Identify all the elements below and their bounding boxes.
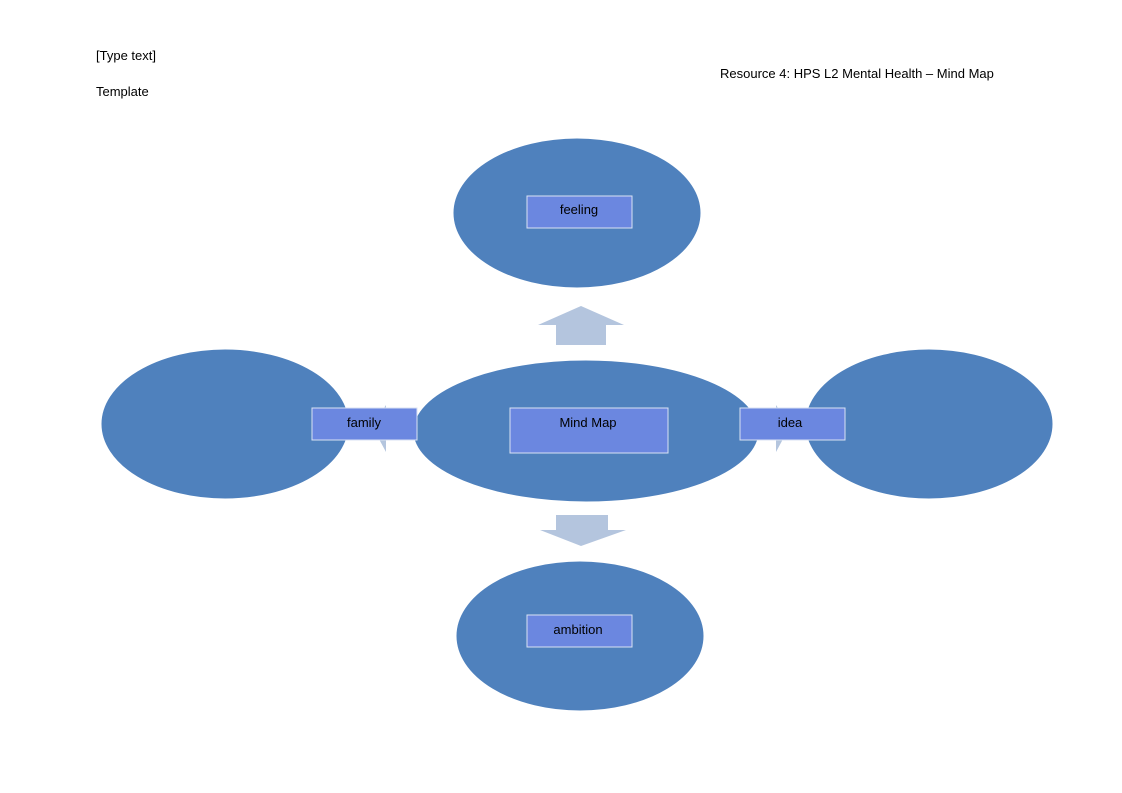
node-top-box [526, 195, 633, 229]
node-right-label: idea [778, 415, 803, 430]
node-left-label: family [347, 415, 381, 430]
header-template-label: Template [96, 84, 149, 99]
node-left-box [311, 407, 418, 441]
header-resource-title: Resource 4: HPS L2 Mental Health – Mind … [720, 66, 994, 81]
arrow-up [538, 306, 624, 345]
node-center-label: Mind Map [559, 415, 616, 430]
header-type-text: [Type text] [96, 48, 156, 63]
node-bottom-box [526, 614, 633, 648]
node-right-box [739, 407, 846, 441]
node-top-label: feeling [560, 202, 598, 217]
node-bottom-label: ambition [553, 622, 602, 637]
node-center-box [509, 407, 669, 454]
arrow-down [540, 515, 626, 546]
